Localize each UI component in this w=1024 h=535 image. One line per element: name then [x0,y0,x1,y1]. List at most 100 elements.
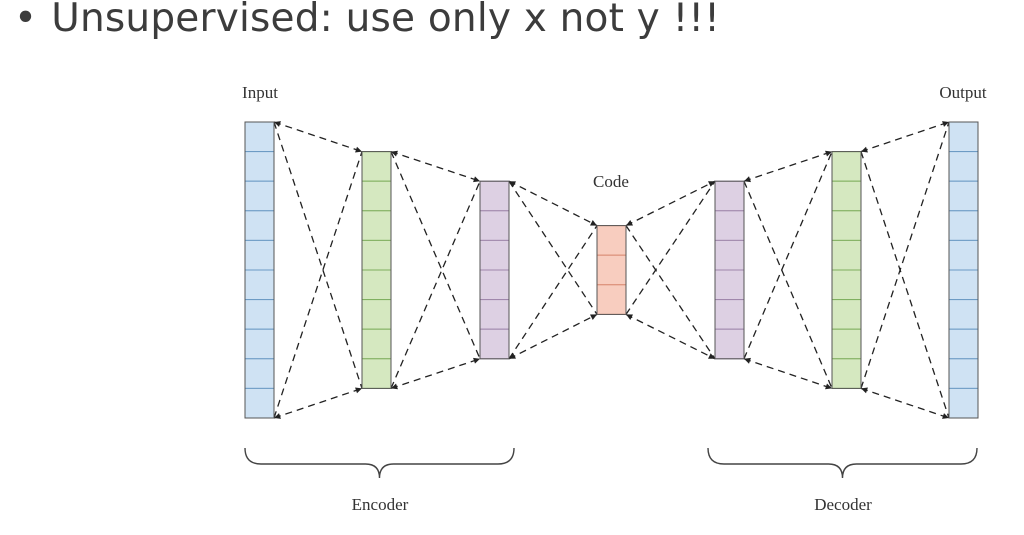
neuron-cell [948,299,979,330]
section-braces [244,447,978,479]
layer-outline [361,151,392,389]
neuron-cell [479,239,510,271]
arrowhead [509,353,516,359]
connection-top [860,121,950,153]
layer-outline [479,180,510,360]
arrowhead [744,176,751,183]
layer-outline [714,180,745,360]
neuron-cell [244,180,275,212]
arrowhead [942,413,949,419]
neuron-cell [479,299,510,330]
neuron-cell [714,210,745,241]
connection-lines [273,121,950,419]
input-label: Input [242,83,278,102]
network-layers [244,121,979,419]
code-label: Code [593,172,629,191]
neuron-cell [948,121,979,153]
connection-cross-down [860,151,950,419]
neuron-cell [479,210,510,241]
code-layer [596,225,627,315]
connection-cross-up [273,151,363,419]
neuron-cell [244,358,275,389]
arrowhead [942,121,949,127]
arrowhead [473,357,480,364]
arrowhead [274,121,281,127]
neuron-cell [361,328,392,360]
neuron-cell [244,387,275,419]
neuron-cell [831,328,862,360]
slide-bullet-point: • Unsupervised: use only x not y !!! [14,0,720,41]
connection-cross-up [390,180,481,389]
neuron-cell [244,151,275,182]
arrowhead [861,146,868,153]
neuron-cell [244,299,275,330]
connection-bottom [743,358,833,390]
arrowhead [391,150,398,157]
neuron-cell [831,358,862,389]
neuron-cell [831,210,862,241]
arrowhead [708,181,715,187]
connection-cross-up [508,225,598,360]
layer-outline [244,121,275,419]
connection-bottom [390,358,481,390]
connection-cross-down [625,225,716,360]
encoder-label: Encoder [352,495,409,514]
encoder-hidden-1 [361,151,392,389]
arrowhead [861,387,868,394]
arrowhead [744,357,751,364]
connection-bottom [625,313,716,360]
output-layer [948,121,979,419]
input-layer [244,121,275,419]
connection-bottom [508,313,598,360]
arrowhead [590,220,597,226]
connection-top [743,150,833,182]
connection-bottom [860,387,950,419]
arrowhead [509,181,516,187]
neuron-cell [361,358,392,389]
connection-cross-up [625,180,716,315]
connection-cross-down [508,180,598,315]
neuron-cell [361,151,392,182]
bullet-marker: • [14,0,38,41]
neuron-cell [948,239,979,271]
neuron-cell [948,151,979,182]
neuron-cell [361,180,392,212]
neuron-cell [831,299,862,330]
decoder-brace [707,447,978,479]
neuron-cell [948,269,979,301]
neuron-cell [831,180,862,212]
neuron-cell [244,239,275,271]
neuron-cell [361,269,392,301]
neuron-cell [361,239,392,271]
layer-outline [596,225,627,315]
neuron-cell [948,180,979,212]
connection-bottom [273,387,363,419]
connection-top [390,150,481,182]
neuron-cell [479,328,510,360]
neuron-cell [244,328,275,360]
neuron-cell [244,210,275,241]
arrowhead [708,353,715,359]
connection-cross-up [743,151,833,360]
neuron-cell [244,121,275,153]
connection-top [625,180,716,227]
layer-outline [831,151,862,389]
layer-outline [948,121,979,419]
neuron-cell [361,210,392,241]
decoder-hidden-2 [831,151,862,389]
connection-top [508,180,598,227]
output-label: Output [939,83,987,102]
decoder-label: Decoder [814,495,872,514]
neuron-cell [948,387,979,419]
neuron-cell [714,328,745,360]
slide-title: Unsupervised: use only x not y !!! [51,0,721,41]
encoder-hidden-2 [479,180,510,360]
neuron-cell [714,269,745,301]
neuron-cell [831,239,862,271]
neuron-cell [596,225,627,256]
neuron-cell [479,269,510,301]
neuron-cell [596,254,627,286]
neuron-cell [831,151,862,182]
neuron-cell [714,239,745,271]
